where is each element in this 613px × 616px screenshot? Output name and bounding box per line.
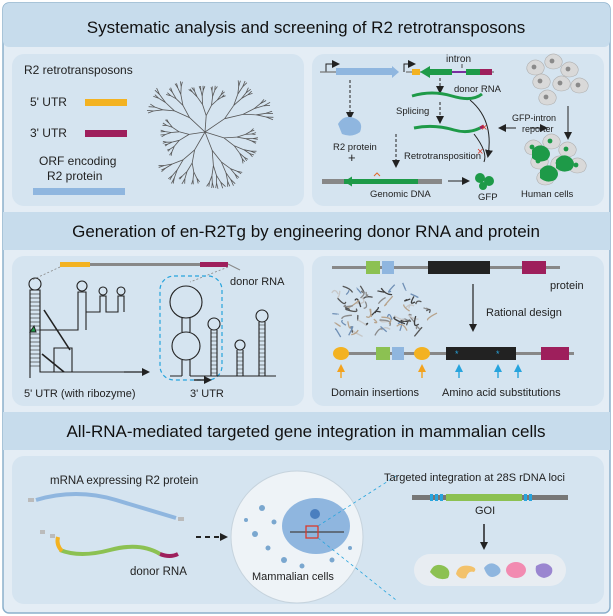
utr3-secondary-structure [169,285,276,384]
reporter-label-1: GFP-intron [512,113,556,123]
amino-acid-substitutions-label: Amino acid substitutions [442,387,561,399]
mammalian-cells-label: Mammalian cells [252,571,334,583]
legend-5utr-swatch [85,99,127,106]
reporter-label-2: reporter [522,124,554,134]
cell-vesicles [244,505,352,569]
goi-label: GOI [475,505,495,517]
section3-title-band [3,412,610,450]
protein-bar [332,261,560,274]
protein-label: protein [550,280,584,292]
utr5-label: 5' UTR (with ribozyme) [24,388,136,400]
highlight-box [159,275,223,381]
svg-text:*: * [496,349,500,359]
splicing-label: Splicing [396,106,429,117]
mrna-strand [35,492,177,520]
cross-mark-2: × [477,146,483,158]
protein-3d-structure [331,282,438,338]
protein-products [430,562,553,580]
plus-sign: + [348,150,356,165]
human-cells-label: Human cells [521,189,574,200]
legend-orf-swatch [33,188,125,195]
donor-rna-panel [12,256,304,406]
phylogeny-panel [12,54,304,206]
donor-rna-unspliced [411,91,483,101]
legend-orf-label-2: R2 protein [47,169,102,183]
section1-title-band [3,3,610,47]
intron-label: intron [446,54,471,65]
utr5-secondary-structure [28,277,150,378]
human-cells-gray [526,53,589,106]
section2-title: Generation of en-R2Tg by engineering don… [72,222,540,241]
donor-strand [59,544,162,556]
legend-3utr-label: 3' UTR [30,126,67,140]
human-cells-green [524,133,587,186]
donor-rna-label-2: donor RNA [230,276,285,288]
phylogenetic-tree [146,80,274,189]
legend-5utr-label: 5' UTR [30,95,67,109]
donor-rna-label-3: donor RNA [130,566,187,578]
section1-title: Systematic analysis and screening of R2 … [87,18,525,37]
mrna-label: mRNA expressing R2 protein [50,475,198,487]
cross-mark-1: × [481,122,487,134]
rational-design-label: Rational design [486,307,562,319]
genomic-dna [322,172,442,187]
donor-rna-spliced [413,124,481,134]
retrotransposition-label: Retrotransposition [404,151,481,162]
targeted-integration-label: Targeted integration at 28S rDNA loci [384,472,565,484]
donor-construct [403,60,494,78]
legend-3utr-swatch [85,130,127,137]
svg-text:*: * [455,349,459,359]
integrated-locus [412,494,568,501]
utr3-label: 3' UTR [190,388,224,400]
donor-rna-label: donor RNA [454,84,502,95]
r2-protein-construct [320,60,399,78]
gfp-label: GFP [478,192,498,203]
engineered-protein-bar: * * [333,347,574,360]
section2-title-band [3,212,610,250]
section3-title: All-RNA-mediated targeted gene integrati… [66,422,545,441]
gfp-shape [475,173,494,190]
donor-rna-bar [60,262,241,271]
r2-heading: R2 retrotransposons [24,63,133,77]
target-locus-box [305,525,319,539]
domain-insertions-label: Domain insertions [331,387,420,399]
protein-panel [312,256,604,406]
genomic-dna-label: Genomic DNA [370,189,431,200]
legend-orf-label-1: ORF encoding [39,154,116,168]
r2-protein-shape [338,116,362,136]
r2-protein-label: R2 protein [333,142,377,153]
